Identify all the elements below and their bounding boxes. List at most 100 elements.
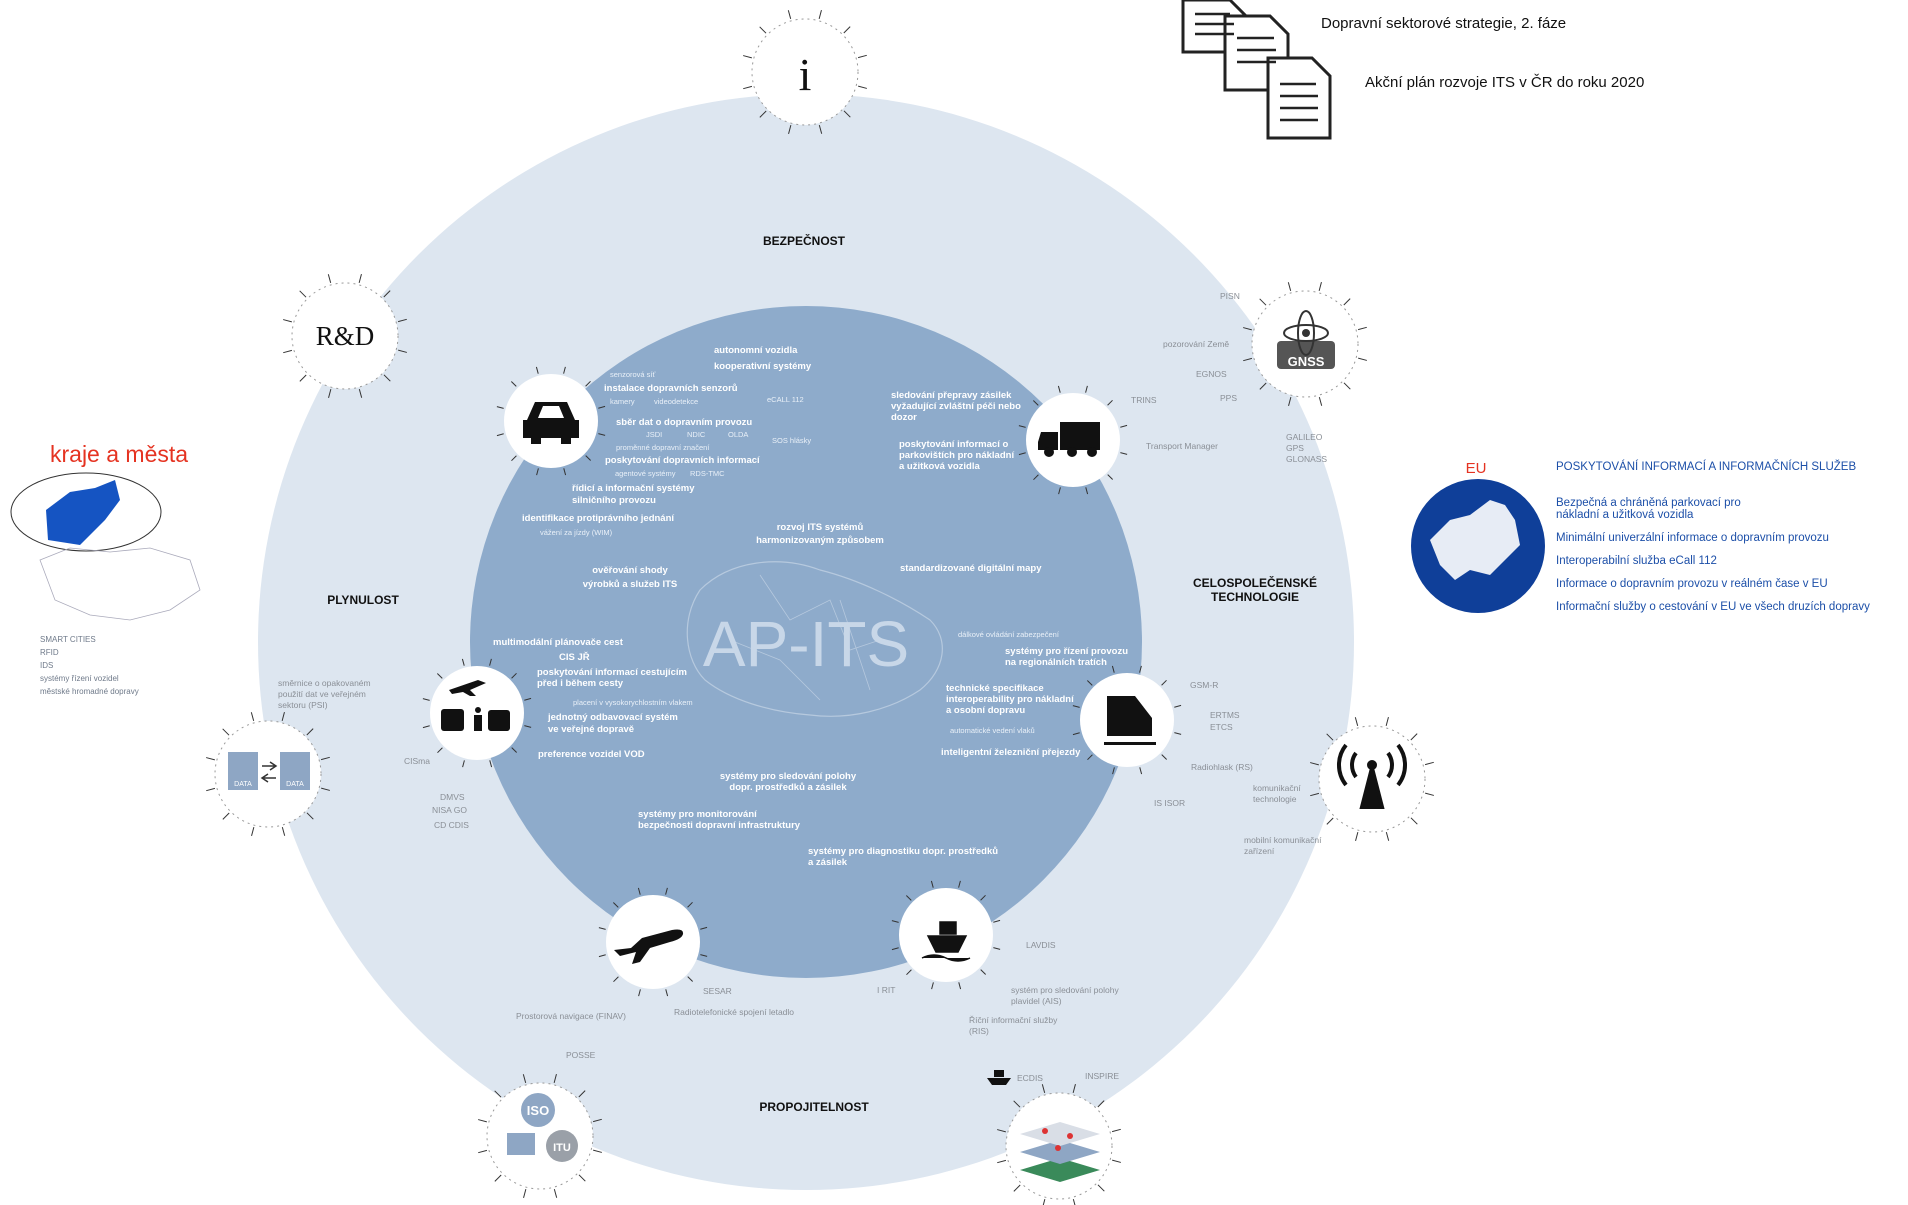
spoke [1161,679,1167,686]
core-label: dozor [891,412,917,423]
spoke [1072,1084,1076,1093]
outer-label: sektoru (PSI) [278,700,328,710]
core-label: poskytování dopravních informací [605,455,760,466]
spoke [1174,732,1182,735]
maps-circle [1005,1092,1113,1200]
spoke [665,887,668,895]
core-circle [470,306,1142,978]
spoke [1032,400,1039,406]
car-circle [504,374,598,468]
outer-label: PPS [1220,393,1237,403]
section-technologie: TECHNOLOGIE [1211,590,1299,604]
spoke [535,366,539,374]
spoke [1288,397,1292,406]
spoke [1385,831,1390,841]
core-label: parkovištích pro nákladní [899,450,1014,461]
spoke [931,982,934,990]
spoke [1111,1128,1121,1133]
spoke [1057,385,1061,393]
gnss-icon: GNSS [1288,354,1325,369]
spoke [743,85,753,90]
outer-label: použití dat ve veřejném [278,689,366,699]
spoke [788,125,792,134]
spoke [1318,396,1323,406]
core-label: eCALL 112 [767,395,804,404]
spoke [563,366,566,374]
spoke [1425,792,1434,796]
core-label: a osobní dopravu [946,705,1025,716]
spoke [496,406,504,409]
gnss-circle: GNSS [1251,290,1359,398]
spoke [891,920,899,923]
outer-label: SESAR [703,986,732,996]
core-label: agentové systémy [615,469,676,478]
antenna-circle [1318,725,1426,833]
spoke [437,747,443,754]
spoke [1161,754,1168,760]
itu-icon: ITU [553,1142,571,1154]
outer-label: DMVS [440,792,465,802]
truck-circle [1026,393,1120,487]
core-label: kooperativní systémy [714,361,812,372]
spoke [578,1174,586,1182]
spoke [489,658,492,666]
spoke [1326,817,1334,825]
spoke [563,468,567,476]
rnd-icon: R&D [316,321,375,351]
core-label: senzorová síť [610,370,656,379]
spoke [1424,761,1434,766]
spoke [1318,282,1322,291]
spoke [1120,452,1128,455]
eu-item: nákladní a užitková vozidla [1556,509,1694,521]
spoke [612,902,619,908]
core-label: harmonizovaným způsobem [756,535,884,546]
section-bezpecnost: BEZPEČNOST [763,233,846,248]
public-transport-circle [430,666,524,760]
outer-label: PISN [1220,291,1240,301]
eu-item: Minimální univerzální informace o doprav… [1556,532,1829,544]
spoke [1139,767,1143,775]
spoke [522,1074,527,1084]
spoke [436,673,443,679]
spoke [494,1090,502,1098]
section-celospolecenske: CELOSPOLEČENSKÉ [1193,575,1317,590]
spoke [328,389,332,398]
core-label: systémy pro sledování polohy [720,771,857,782]
spoke [358,388,363,398]
spoke [700,954,708,957]
outer-label: POSSE [566,1050,596,1060]
spoke [358,274,362,283]
spoke [222,728,230,736]
core-label: dopr. prostředků a zásilek [729,782,847,793]
spoke [1097,1100,1105,1108]
outer-label: CD CDIS [434,820,469,830]
czech-map-outline [686,561,943,717]
regions-title: kraje a města [50,441,188,467]
core-label: sběr dat o dopravním provozu [616,417,752,428]
rnd-circle: R&D [291,282,399,390]
spoke [1097,1184,1105,1192]
section-plynulost: PLYNULOST [327,593,399,607]
spoke [320,756,330,761]
outer-label: TRINS [1131,395,1157,405]
spoke [1287,282,1292,292]
spoke [598,954,606,958]
spoke [1072,1198,1076,1205]
ship-circle [899,888,993,982]
core-label: před i během cesty [537,678,624,689]
core-label: a zásilek [808,857,848,868]
spoke [1310,792,1320,797]
info-icon: i [799,49,812,100]
spoke [997,1159,1007,1164]
spoke [306,812,314,820]
core-label: inteligentní železniční přejezdy [941,747,1081,758]
spoke [1018,452,1026,456]
spoke [383,290,391,298]
spoke [592,1118,602,1123]
spoke [687,901,693,908]
outer-label: I RIT [877,985,895,995]
eu-label: EU [1466,460,1487,477]
spoke [281,712,285,721]
spoke [206,757,215,761]
